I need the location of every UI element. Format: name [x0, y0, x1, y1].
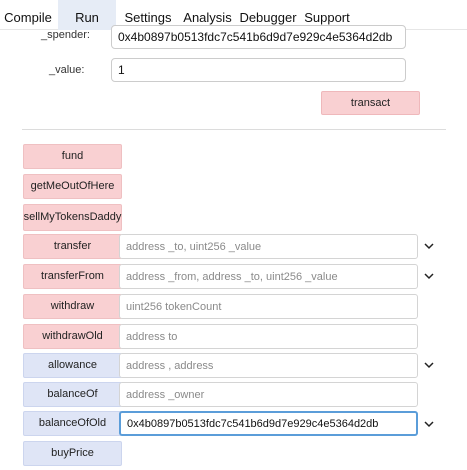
spender-label: _spender: [41, 29, 90, 41]
transfer-from-input[interactable] [119, 264, 418, 289]
tab-bar: Compile Run Settings Analysis Debugger S… [0, 0, 467, 30]
tab-run[interactable]: Run [58, 0, 116, 30]
chevron-down-icon[interactable] [423, 359, 435, 371]
tab-support[interactable]: Support [304, 10, 350, 25]
tab-debugger[interactable]: Debugger [239, 10, 297, 25]
value-input[interactable] [111, 58, 406, 82]
transfer-button[interactable]: transfer [23, 234, 122, 259]
tab-settings[interactable]: Settings [124, 10, 172, 25]
balance-of-old-button[interactable]: balanceOfOld [23, 411, 122, 436]
fund-button[interactable]: fund [23, 144, 122, 169]
transfer-from-button[interactable]: transferFrom [23, 264, 122, 289]
sell-my-tokens-daddy-button[interactable]: sellMyTokensDaddy [23, 204, 122, 231]
chevron-down-icon[interactable] [423, 270, 435, 282]
balance-of-old-input[interactable] [119, 411, 418, 436]
withdraw-old-button[interactable]: withdrawOld [23, 324, 122, 349]
buy-price-button[interactable]: buyPrice [23, 441, 122, 466]
spender-input[interactable] [111, 25, 406, 49]
withdraw-old-input[interactable] [119, 324, 418, 349]
allowance-input[interactable] [119, 353, 418, 378]
chevron-down-icon[interactable] [423, 418, 435, 430]
tab-analysis[interactable]: Analysis [183, 10, 232, 25]
transact-button[interactable]: transact [321, 91, 420, 115]
tab-compile[interactable]: Compile [4, 10, 52, 25]
withdraw-input[interactable] [119, 294, 418, 319]
section-divider [22, 129, 446, 130]
get-me-out-of-here-button[interactable]: getMeOutOfHere [23, 174, 122, 199]
value-label: _value: [49, 64, 85, 76]
allowance-button[interactable]: allowance [23, 353, 122, 378]
withdraw-button[interactable]: withdraw [23, 294, 122, 319]
transfer-input[interactable] [119, 234, 418, 259]
chevron-down-icon[interactable] [423, 240, 435, 252]
balance-of-button[interactable]: balanceOf [23, 382, 122, 407]
balance-of-input[interactable] [119, 382, 418, 407]
